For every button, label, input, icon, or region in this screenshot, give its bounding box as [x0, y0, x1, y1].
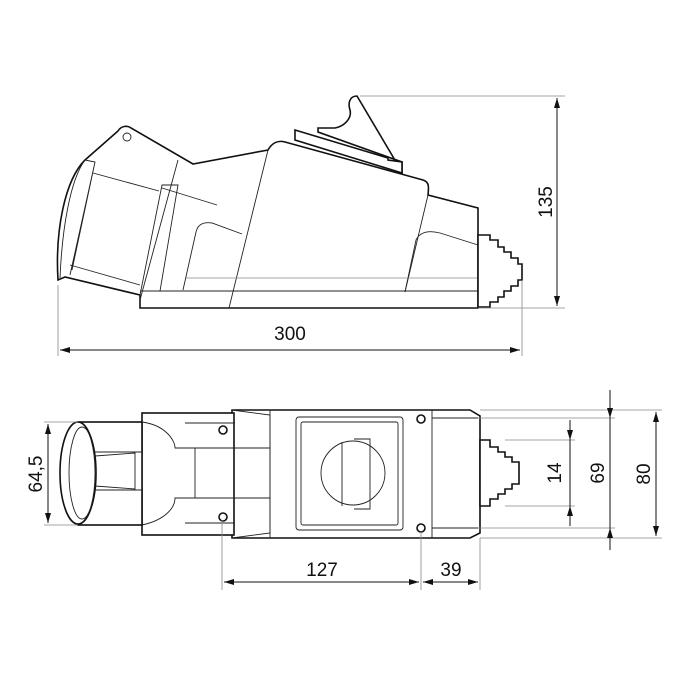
switch-box: [231, 409, 481, 539]
switch-base: [294, 128, 403, 175]
rotary-knob: [320, 440, 386, 506]
diameter-label: 64,5: [26, 456, 47, 493]
extension-lines: [44, 409, 662, 590]
socket-rim: [68, 426, 96, 520]
height-label: 135: [536, 186, 557, 218]
socket-key: [94, 451, 143, 491]
grip-lines: [182, 222, 479, 293]
body-outline: [56, 125, 479, 309]
switch-plate-outer: [295, 416, 404, 531]
switch-plate-inner: [300, 421, 399, 526]
screw-icon: [218, 512, 228, 522]
screw-icon: [416, 414, 426, 424]
box-lines: [185, 410, 478, 538]
screw-icon: [218, 425, 228, 435]
cable-gland: [477, 234, 523, 308]
cable-gland: [479, 439, 520, 507]
body-lines: [139, 149, 478, 309]
gland-length-label: 39: [440, 560, 461, 581]
knob-grip: [341, 438, 371, 510]
extension-lines: [57, 95, 565, 356]
width-label: 127: [306, 560, 338, 581]
outer-width-label: 80: [634, 463, 655, 484]
top-view: 64,5 14 69 80 127 39: [26, 390, 662, 590]
gland-dia-label: 14: [545, 462, 566, 484]
length-label: 300: [274, 324, 306, 345]
switch-handle: [317, 95, 403, 175]
screws: [218, 414, 426, 533]
hinge-pin: [122, 132, 132, 142]
mid-lines: [141, 409, 271, 539]
screw-icon: [416, 523, 426, 533]
inner-width-label: 69: [588, 462, 609, 483]
connector-lines: [59, 159, 218, 286]
side-view: 135 300: [56, 95, 565, 356]
